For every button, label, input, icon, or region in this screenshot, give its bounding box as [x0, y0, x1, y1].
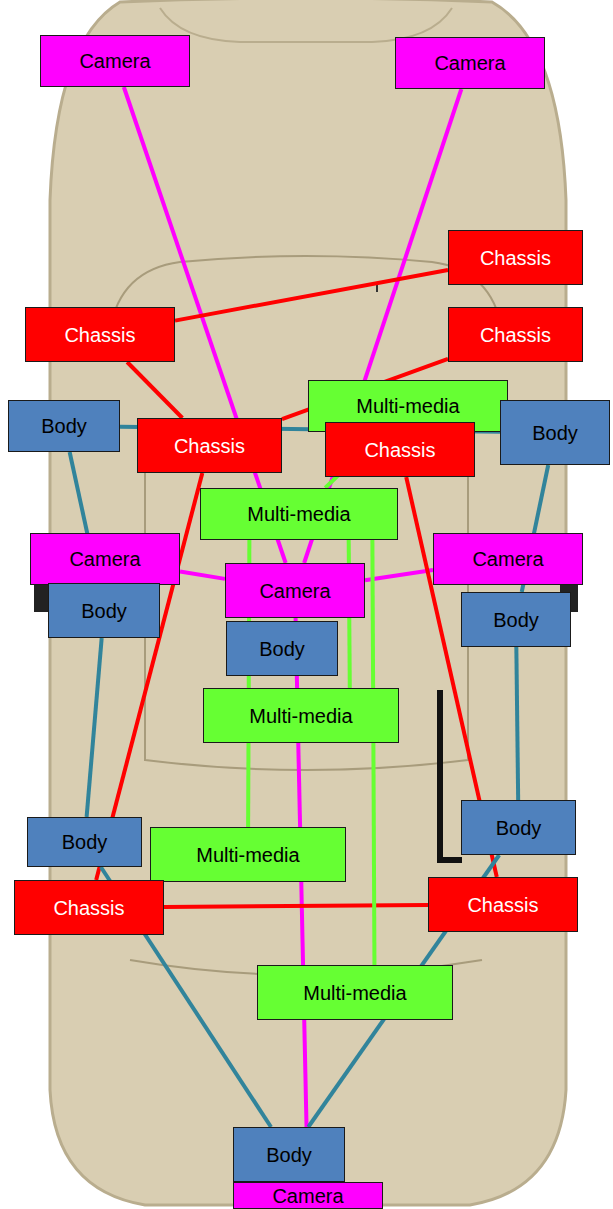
connector-line: [127, 362, 182, 418]
connector-line: [164, 905, 428, 907]
node-label: Body: [496, 817, 542, 839]
node-label: Camera: [79, 50, 150, 72]
node-label: Chassis: [364, 439, 435, 461]
node-label: Body: [266, 1144, 312, 1166]
chassis-box: Chassis: [14, 880, 164, 935]
multimedia-box: Multi-media: [150, 827, 346, 882]
node-label: Body: [62, 831, 108, 853]
camera-box: Camera: [433, 533, 583, 585]
camera-box: Camera: [233, 1182, 383, 1209]
node-label: Camera: [259, 580, 330, 602]
node-label: Multi-media: [303, 982, 406, 1004]
connector-line: [365, 570, 433, 580]
node-label: Body: [81, 600, 127, 622]
node-label: Multi-media: [356, 395, 459, 417]
node-label: Chassis: [480, 247, 551, 269]
body-box: Body: [233, 1127, 345, 1182]
node-label: Body: [41, 415, 87, 437]
antenna: [376, 285, 378, 292]
chassis-box: Chassis: [448, 307, 583, 362]
connector-line: [175, 270, 448, 321]
body-box: Body: [27, 817, 142, 867]
node-label: Camera: [472, 548, 543, 570]
body-box: Body: [48, 583, 160, 638]
body-box: Body: [500, 400, 610, 465]
connector-line: [516, 647, 518, 800]
camera-box: Camera: [30, 533, 180, 585]
multimedia-box: Multi-media: [200, 488, 398, 540]
node-label: Chassis: [174, 435, 245, 457]
node-label: Body: [493, 609, 539, 631]
node-label: Camera: [434, 52, 505, 74]
chassis-box: Chassis: [137, 418, 282, 473]
node-label: Body: [259, 638, 305, 660]
node-label: Camera: [69, 548, 140, 570]
chassis-box: Chassis: [325, 422, 475, 477]
camera-box: Camera: [40, 35, 190, 87]
multimedia-box: Multi-media: [257, 965, 453, 1020]
node-label: Chassis: [467, 894, 538, 916]
camera-box: Camera: [395, 37, 545, 89]
body-box: Body: [461, 592, 571, 647]
camera-box: Camera: [225, 563, 365, 618]
connector-line: [87, 638, 102, 817]
chassis-box: Chassis: [448, 230, 583, 285]
node-label: Chassis: [480, 324, 551, 346]
connector-line: [180, 571, 225, 578]
node-label: Multi-media: [247, 503, 350, 525]
node-label: Chassis: [64, 324, 135, 346]
node-label: Chassis: [53, 897, 124, 919]
multimedia-box: Multi-media: [203, 688, 399, 743]
node-label: Camera: [272, 1185, 343, 1207]
connector-line: [372, 540, 374, 965]
node-label: Body: [532, 422, 578, 444]
roof: [145, 470, 468, 770]
body-box: Body: [226, 621, 338, 676]
body-box: Body: [461, 800, 576, 855]
chassis-box: Chassis: [25, 307, 175, 362]
node-label: Multi-media: [196, 844, 299, 866]
chassis-box: Chassis: [428, 877, 578, 932]
body-box: Body: [8, 400, 120, 452]
node-label: Multi-media: [249, 705, 352, 727]
